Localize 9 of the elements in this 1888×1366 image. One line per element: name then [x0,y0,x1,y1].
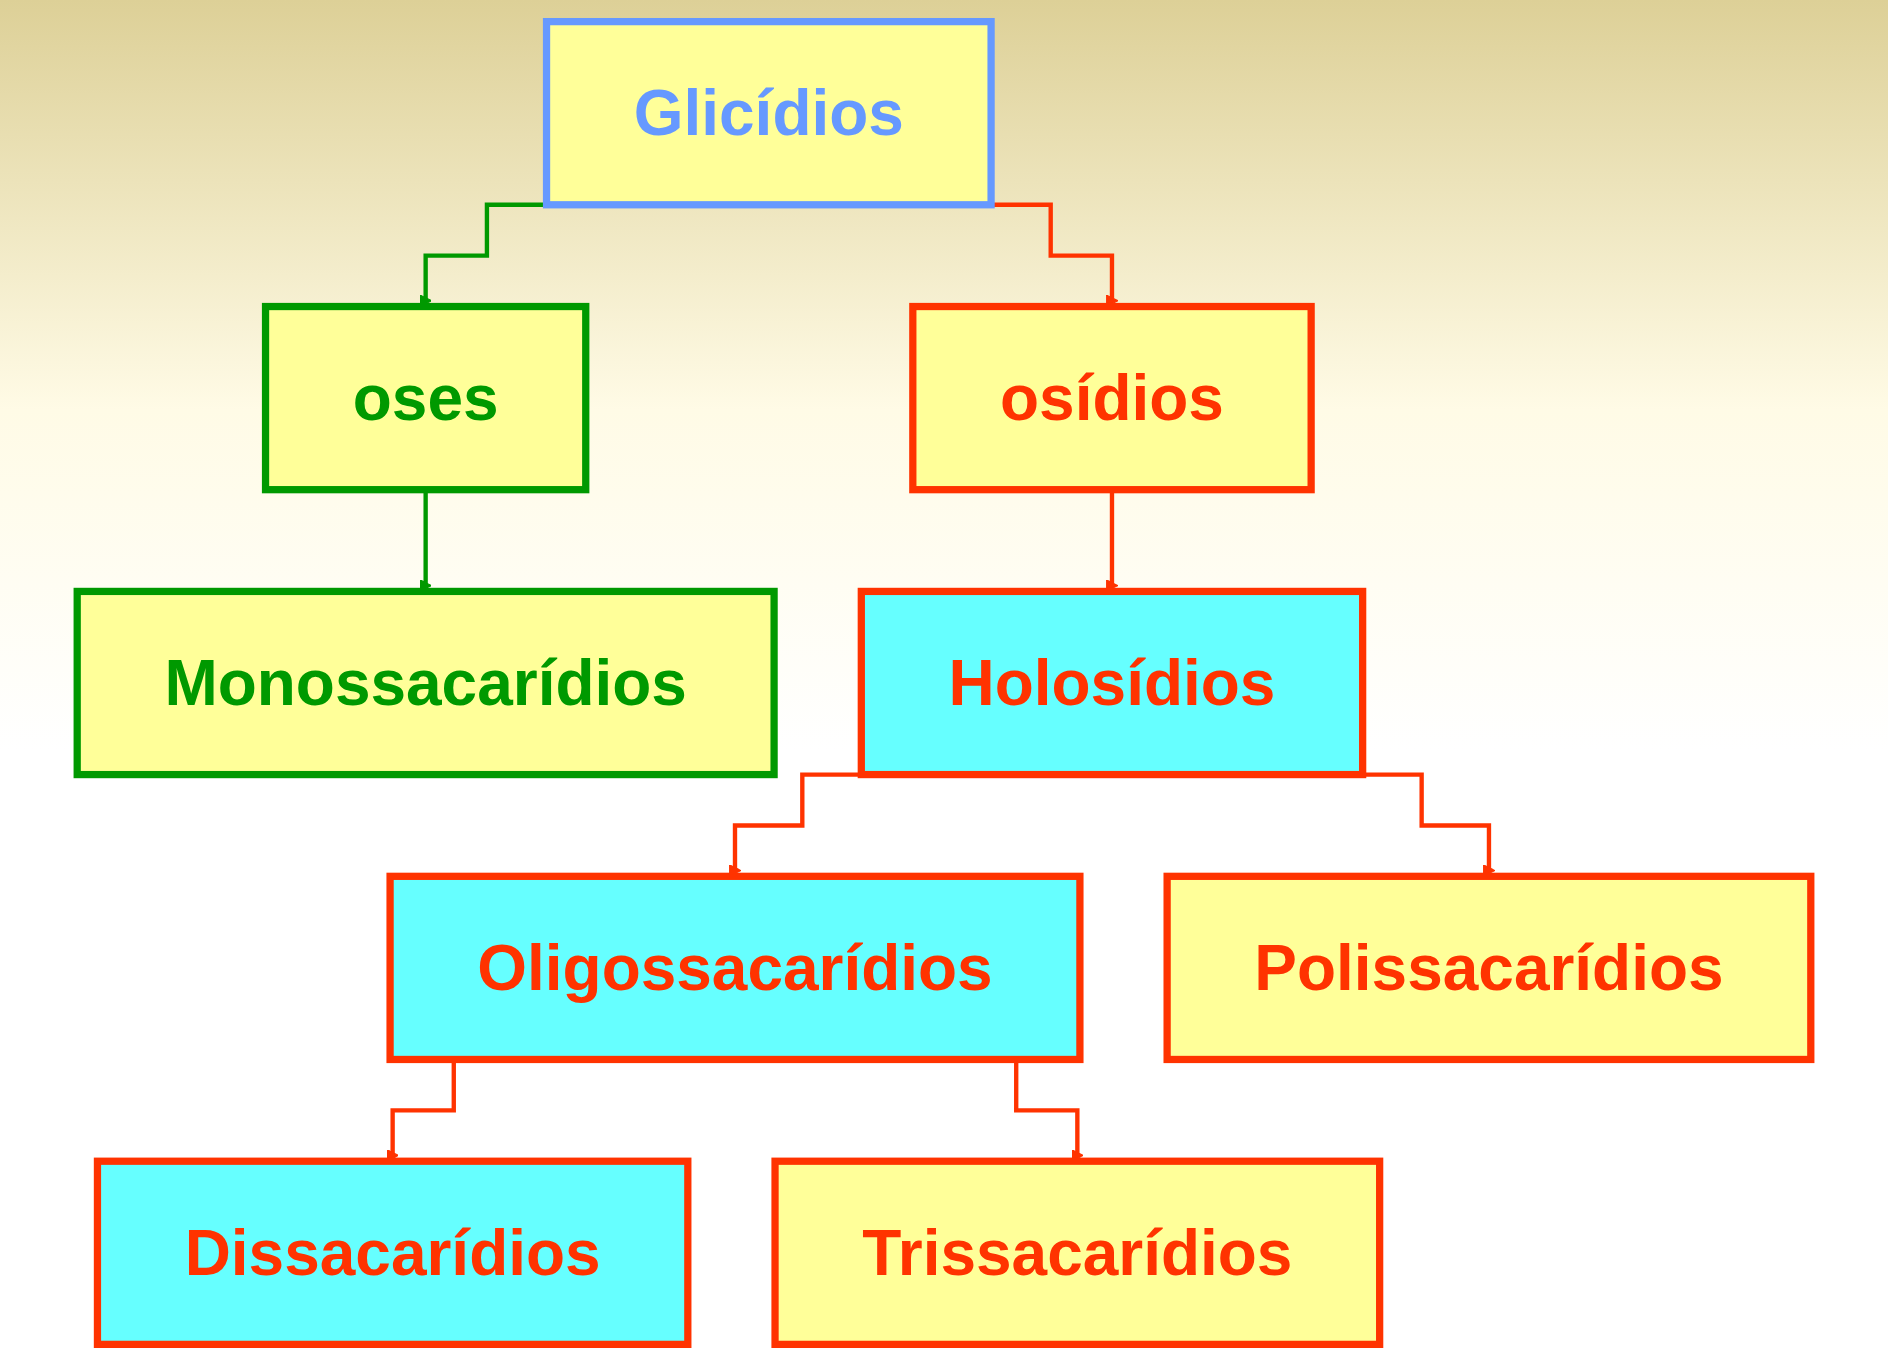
node-box: Polissacarídios [1163,872,1815,1064]
node-box: Oligossacarídios [386,872,1084,1064]
node-box: osídios [909,302,1315,494]
node-box: oses [261,302,590,494]
node-box: Glicídios [542,18,995,209]
node-box: Dissacarídios [93,1157,692,1348]
node-box: Trissacarídios [771,1157,1384,1348]
node-box: Monossacarídios [73,587,778,779]
node-box: Holosídios [857,587,1367,779]
